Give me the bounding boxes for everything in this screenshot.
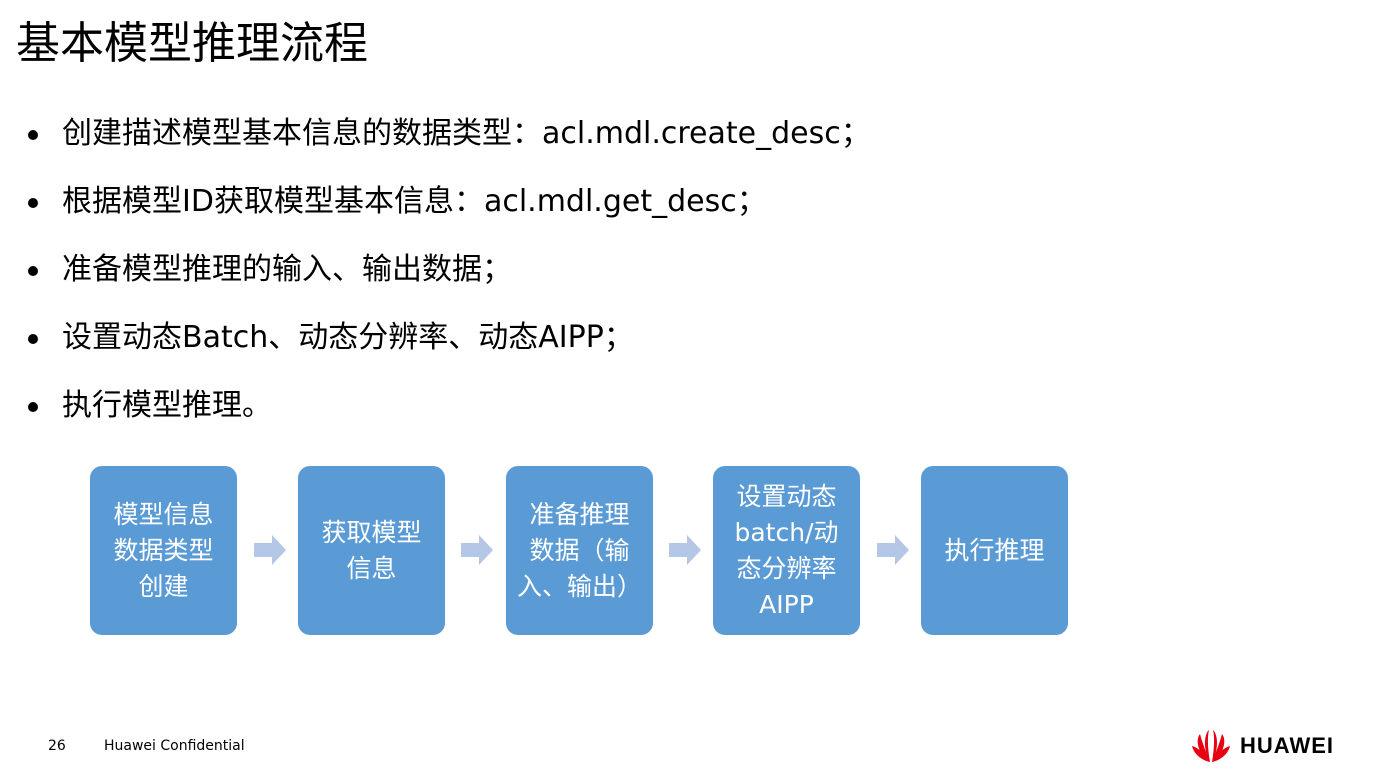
bullet-dot-icon xyxy=(28,334,38,344)
process-flow-diagram: 模型信息 数据类型 创建 获取模型 信息 准备推理 数据（输 入、输出） 设置动… xyxy=(90,466,1070,636)
flow-step-set-dynamic: 设置动态 batch/动 态分辨率 AIPP xyxy=(713,466,860,635)
right-arrow-icon xyxy=(459,532,495,568)
flow-step-label: 设置动态 batch/动 态分辨率 AIPP xyxy=(734,481,839,619)
page-number: 26 xyxy=(48,738,66,754)
right-arrow-icon xyxy=(252,532,288,568)
flow-step-label: 准备推理 数据（输 入、输出） xyxy=(516,499,642,601)
bullet-item: 准备模型推理的输入、输出数据； xyxy=(22,236,871,304)
bullet-item: 执行模型推理。 xyxy=(22,372,871,440)
bullet-text: 设置动态Batch、动态分辨率、动态AIPP； xyxy=(62,320,634,355)
huawei-petal-icon xyxy=(1192,730,1230,762)
bullet-list: 创建描述模型基本信息的数据类型：acl.mdl.create_desc； 根据模… xyxy=(22,100,871,440)
flow-step-label: 模型信息 数据类型 创建 xyxy=(113,499,214,601)
slide-title: 基本模型推理流程 xyxy=(16,18,368,69)
bullet-dot-icon xyxy=(28,266,38,276)
bullet-dot-icon xyxy=(28,402,38,412)
bullet-text: 准备模型推理的输入、输出数据； xyxy=(62,252,512,287)
bullet-dot-icon xyxy=(28,130,38,140)
right-arrow-icon xyxy=(875,532,911,568)
bullet-dot-icon xyxy=(28,198,38,208)
flow-step-create-desc: 模型信息 数据类型 创建 xyxy=(90,466,237,635)
bullet-item: 创建描述模型基本信息的数据类型：acl.mdl.create_desc； xyxy=(22,100,871,168)
confidentiality-label: Huawei Confidential xyxy=(104,738,245,754)
flow-step-prepare-data: 准备推理 数据（输 入、输出） xyxy=(506,466,653,635)
bullet-item: 根据模型ID获取模型基本信息：acl.mdl.get_desc； xyxy=(22,168,871,236)
flow-step-label: 获取模型 信息 xyxy=(321,517,422,583)
flow-step-execute: 执行推理 xyxy=(921,466,1068,635)
bullet-item: 设置动态Batch、动态分辨率、动态AIPP； xyxy=(22,304,871,372)
flow-step-get-desc: 获取模型 信息 xyxy=(298,466,445,635)
bullet-text: 执行模型推理。 xyxy=(62,388,272,423)
flow-step-label: 执行推理 xyxy=(944,535,1045,565)
bullet-text: 根据模型ID获取模型基本信息：acl.mdl.get_desc； xyxy=(62,184,767,219)
huawei-logo: HUAWEI xyxy=(1188,726,1334,766)
right-arrow-icon xyxy=(667,532,703,568)
logo-text: HUAWEI xyxy=(1240,733,1334,758)
bullet-text: 创建描述模型基本信息的数据类型：acl.mdl.create_desc； xyxy=(62,116,871,151)
